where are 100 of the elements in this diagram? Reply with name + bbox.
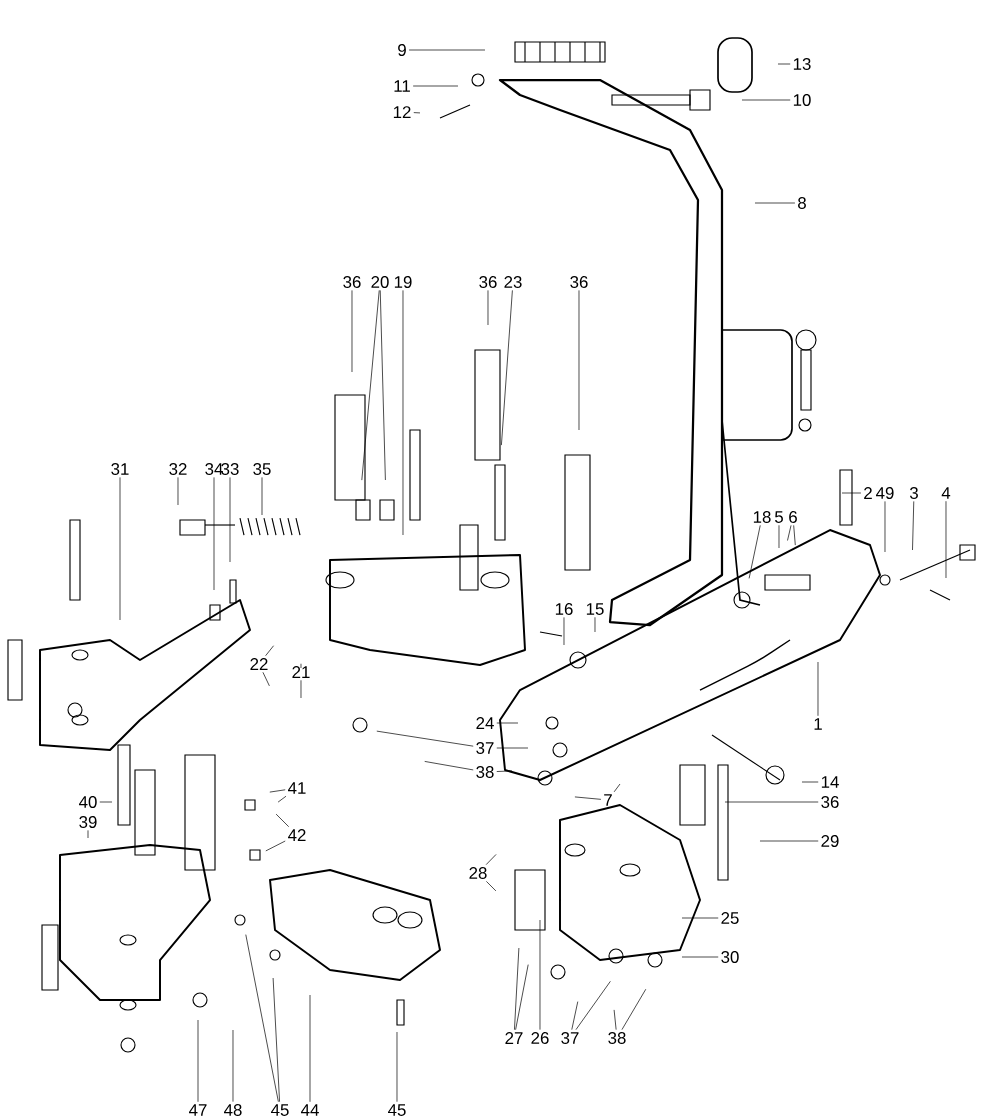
- leader-line: [575, 980, 611, 1030]
- leader-line: [177, 477, 179, 506]
- callout-number: 7: [604, 794, 612, 806]
- leader-line: [884, 501, 886, 553]
- callout-number: 23: [504, 276, 522, 288]
- callout-number: 27: [505, 1032, 523, 1044]
- leader-line: [379, 290, 386, 481]
- callout-number: 45: [271, 1104, 289, 1116]
- callout-number: 35: [253, 463, 271, 475]
- callout-number: 49: [876, 487, 894, 499]
- leader-line: [754, 202, 796, 204]
- leader-line: [748, 525, 761, 579]
- leader-line: [621, 988, 647, 1030]
- callout-number: 1: [814, 718, 822, 730]
- leader-line: [408, 49, 486, 51]
- callout-number: 14: [821, 776, 839, 788]
- leader-line: [777, 63, 791, 65]
- callout-number: 20: [371, 276, 389, 288]
- leader-line: [912, 501, 915, 551]
- leader-line: [87, 830, 89, 839]
- leader-line: [300, 663, 302, 669]
- leader-line: [232, 1029, 234, 1102]
- leader-line: [277, 795, 287, 803]
- callout-number: 26: [531, 1032, 549, 1044]
- leader-line: [485, 854, 497, 865]
- leader-line: [265, 840, 286, 852]
- callout-number: 4: [941, 487, 951, 499]
- callout-number: 47: [189, 1104, 207, 1116]
- callout-number: 38: [476, 766, 494, 778]
- leader-line: [563, 617, 565, 646]
- leader-line: [496, 747, 529, 749]
- leader-line: [265, 645, 274, 657]
- leader-line: [402, 290, 404, 536]
- leader-line: [759, 840, 819, 842]
- callout-number: 36: [570, 276, 588, 288]
- leader-line: [309, 994, 311, 1103]
- leader-line: [269, 789, 286, 793]
- callout-number: 9: [398, 44, 406, 56]
- leader-line: [514, 947, 520, 1031]
- leader-line: [496, 770, 513, 772]
- callout-number: 37: [476, 742, 494, 754]
- leader-line: [613, 1009, 617, 1030]
- leader-line: [681, 917, 719, 919]
- callout-number: 36: [821, 796, 839, 808]
- leader-line: [351, 290, 353, 373]
- leader-line: [515, 964, 529, 1031]
- leader-line: [801, 781, 819, 783]
- callout-number: 31: [111, 463, 129, 475]
- leader-line: [571, 1001, 579, 1030]
- callout-number: 6: [789, 511, 797, 523]
- leader-line: [486, 881, 497, 892]
- leader-line: [213, 477, 215, 591]
- callout-number: 25: [721, 912, 739, 924]
- leader-line: [778, 524, 780, 549]
- callout-number: 39: [79, 816, 97, 828]
- callout-number: 13: [793, 58, 811, 70]
- leader-line: [817, 661, 819, 717]
- leader-line: [793, 525, 796, 546]
- callout-number: 33: [221, 463, 239, 475]
- callout-number: 38: [608, 1032, 626, 1044]
- callout-number: 36: [479, 276, 497, 288]
- callout-number: 2: [864, 487, 872, 499]
- leader-line: [487, 290, 489, 326]
- leader-line: [197, 1019, 199, 1103]
- leader-line: [424, 761, 474, 771]
- callout-number: 15: [586, 603, 604, 615]
- leader-line: [300, 679, 302, 699]
- callout-number: 34: [205, 463, 223, 475]
- callout-number: 19: [394, 276, 412, 288]
- callout-number: 32: [169, 463, 187, 475]
- leader-line: [539, 919, 541, 1030]
- callout-number: 28: [469, 867, 487, 879]
- leader-line: [578, 290, 580, 431]
- callout-number: 29: [821, 835, 839, 847]
- leader-line: [245, 934, 279, 1103]
- callout-number: 16: [555, 603, 573, 615]
- callout-number: 22: [250, 658, 268, 670]
- leader-line: [99, 801, 113, 803]
- leader-line: [741, 99, 791, 101]
- leader-line: [261, 477, 263, 516]
- callout-number: 40: [79, 796, 97, 808]
- leader-line: [501, 290, 513, 446]
- callout-number: 11: [394, 80, 410, 92]
- leader-line: [574, 796, 602, 800]
- callout-number: 10: [793, 94, 811, 106]
- leader-line: [945, 500, 947, 579]
- callout-number: 41: [288, 782, 306, 794]
- callout-number: 21: [292, 666, 310, 678]
- leader-line: [613, 783, 621, 793]
- leader-line: [594, 616, 596, 633]
- leader-line: [413, 112, 421, 114]
- callout-number: 8: [798, 197, 806, 209]
- leader-line: [229, 477, 231, 563]
- leader-line: [376, 730, 474, 747]
- callout-number: 37: [561, 1032, 579, 1044]
- leader-line: [787, 525, 792, 541]
- callout-number: 3: [909, 487, 918, 499]
- leader-line: [724, 801, 819, 803]
- callout-number: 18: [753, 511, 771, 523]
- callout-number: 5: [775, 511, 783, 523]
